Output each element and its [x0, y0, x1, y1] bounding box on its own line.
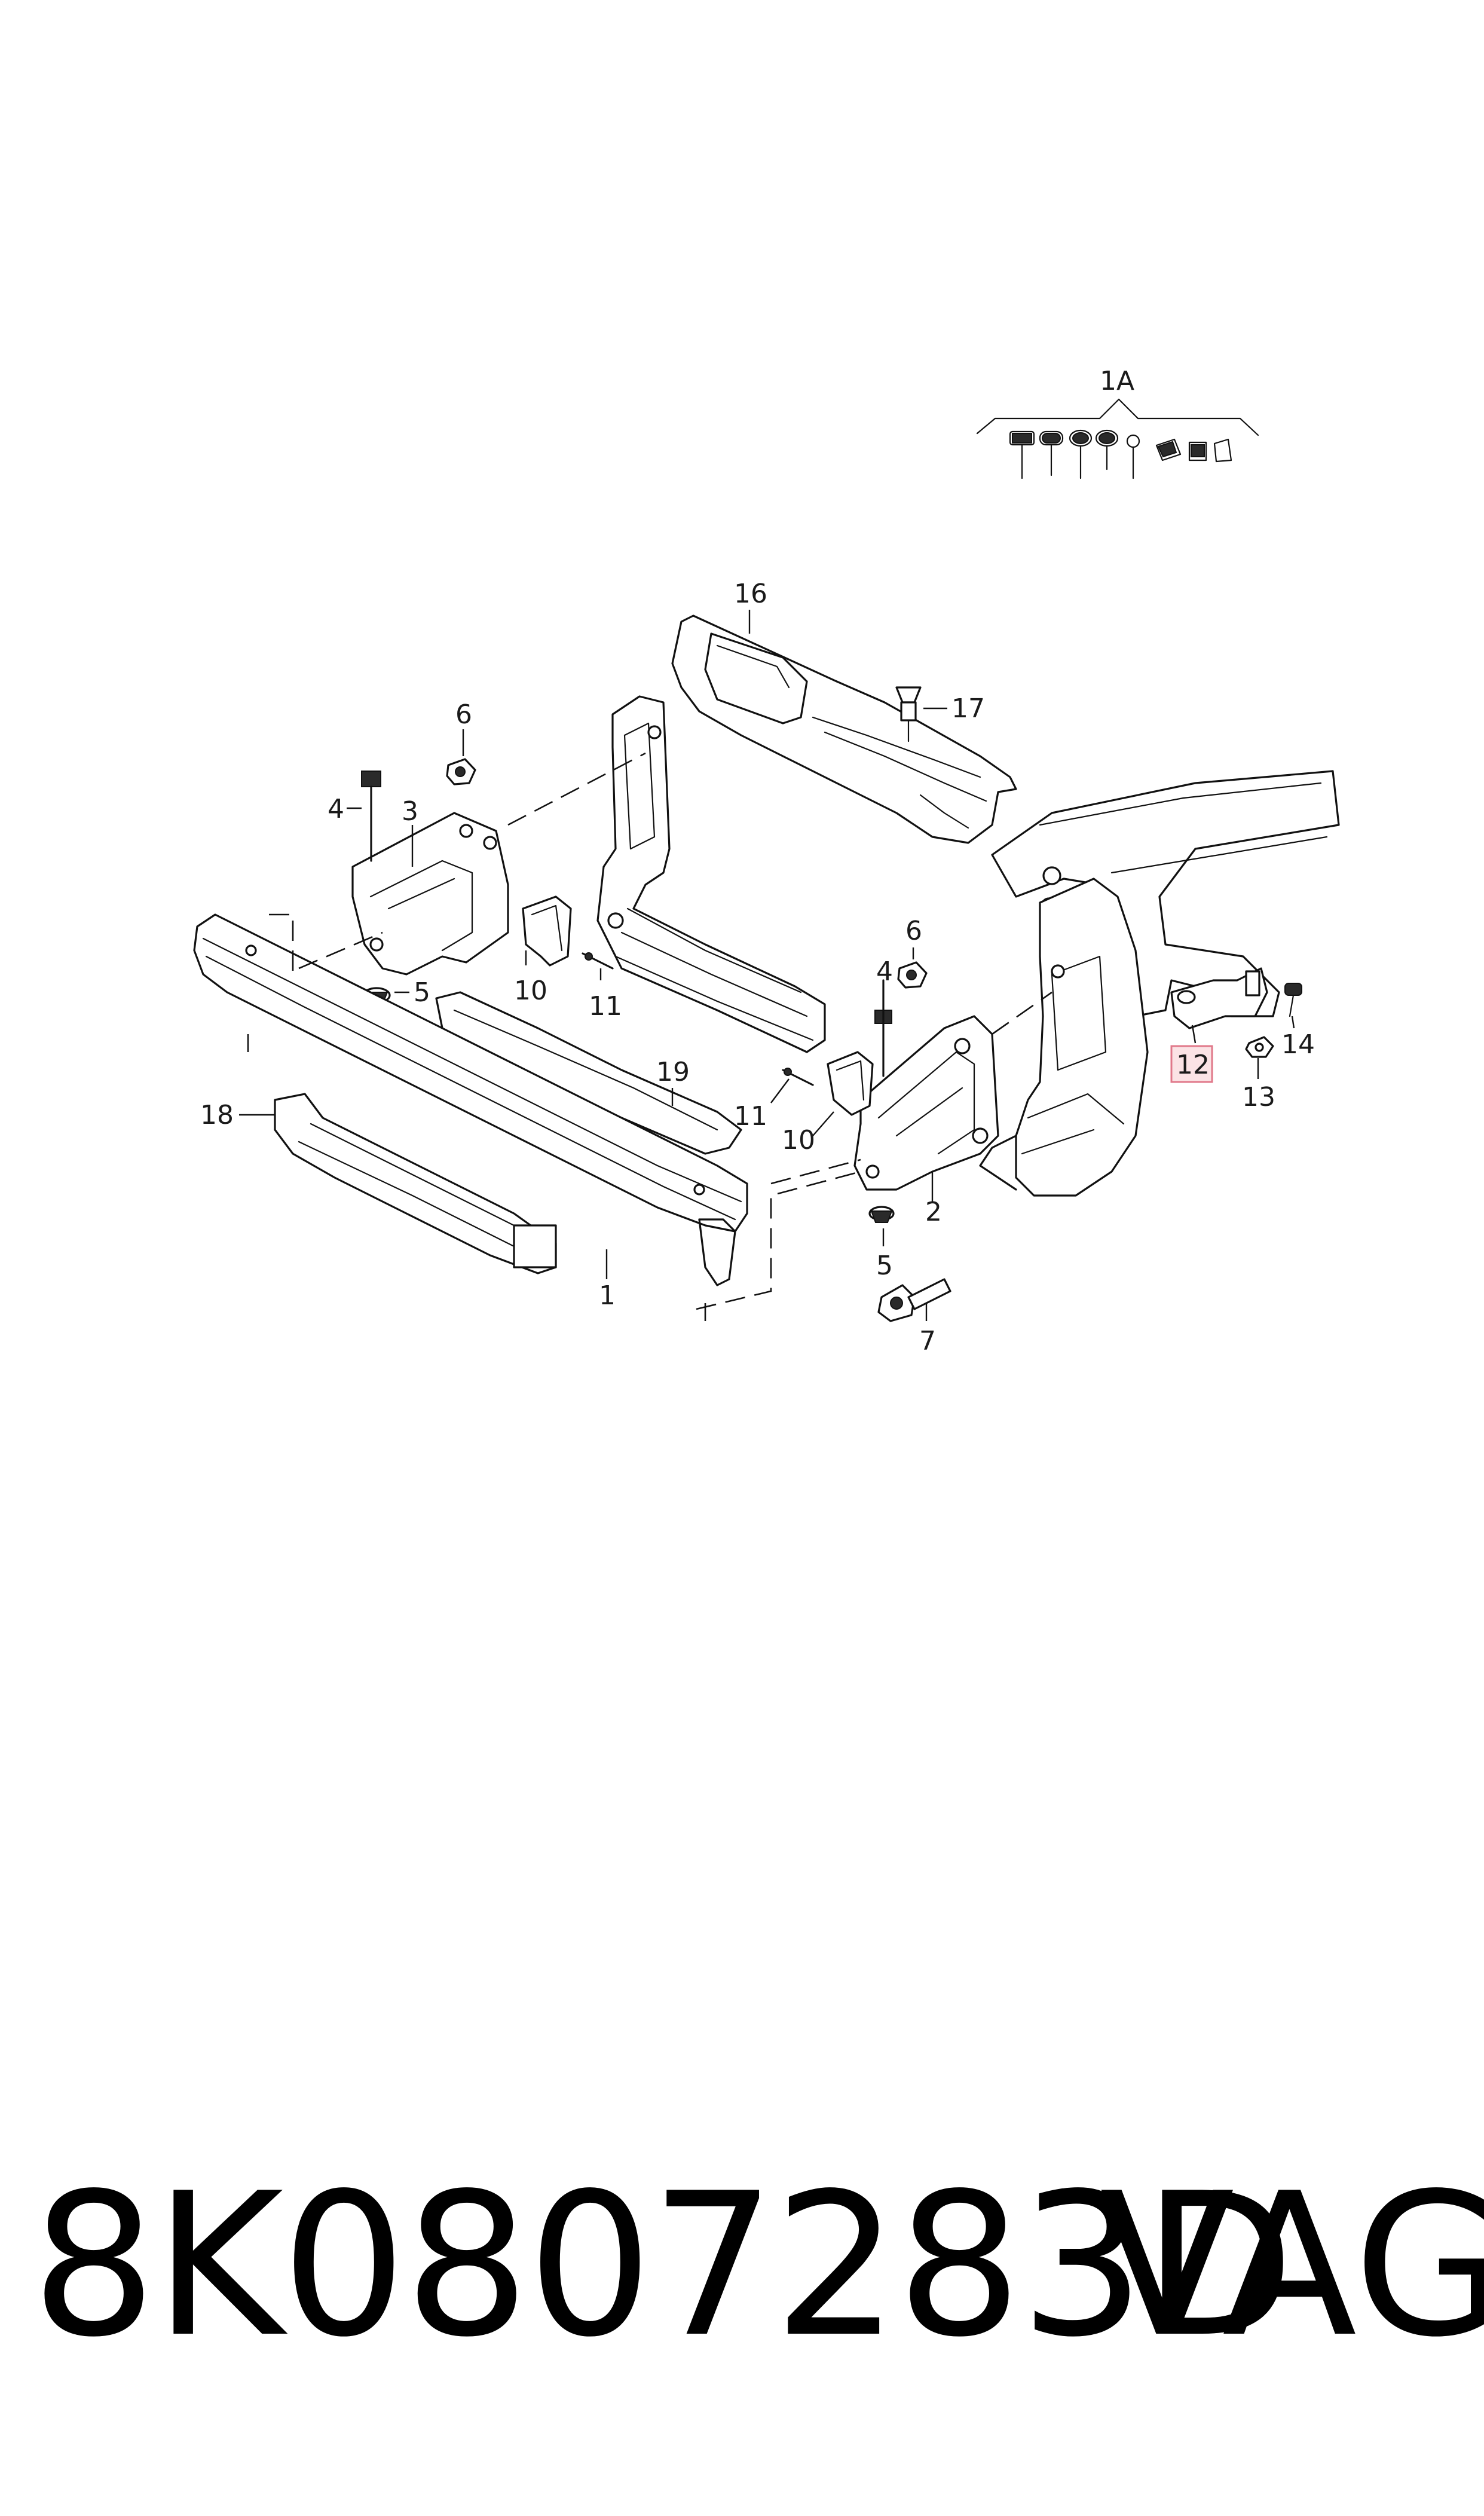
callout-4-left: 4 — [328, 794, 344, 824]
callout-17: 17 — [951, 693, 985, 724]
callout-1: 1 — [599, 1280, 616, 1311]
bolt-7 — [877, 1278, 951, 1322]
retainer-10-right — [827, 1051, 874, 1116]
assembly-lines — [247, 752, 1052, 1321]
nut-6-left — [446, 758, 476, 785]
bracket-12 — [1170, 967, 1268, 1029]
callout-5-right: 5 — [876, 1251, 893, 1281]
pin-11-right — [782, 1068, 814, 1086]
callout-labels: 1A 16 17 6 4 3 5 10 11 6 4 19 11 10 18 2… — [200, 366, 1315, 1356]
nut-5-right — [868, 1206, 895, 1223]
clip-17 — [895, 686, 922, 742]
brand-name: VAG — [1100, 2151, 1484, 2380]
air-guide-16 — [671, 615, 1017, 844]
bolt-4-left — [361, 771, 381, 862]
callout-16: 16 — [734, 579, 767, 609]
callout-6-left: 6 — [455, 699, 472, 730]
radiator-carrier — [596, 695, 826, 1053]
nut-13 — [1245, 1036, 1274, 1058]
screw-14 — [1284, 983, 1302, 1017]
callout-19: 19 — [656, 1057, 690, 1087]
pin-11-left — [582, 952, 614, 970]
callout-5-left: 5 — [414, 977, 430, 1008]
part-number: 8K0807283D — [31, 2151, 1295, 2380]
callout-11-left: 11 — [589, 991, 622, 1022]
footer: 8K0807283D VAG — [0, 2152, 1484, 2379]
callout-2: 2 — [925, 1197, 942, 1227]
leader-lines — [239, 610, 1295, 1321]
callout-14: 14 — [1281, 1029, 1315, 1060]
callout-1A: 1A — [1100, 366, 1134, 396]
nut-6-right — [897, 961, 928, 989]
callout-10-right: 10 — [782, 1125, 815, 1155]
callout-3: 3 — [402, 796, 418, 827]
callout-12: 12 — [1176, 1050, 1210, 1080]
mounting-bracket-3 — [351, 812, 509, 976]
absorber-18 — [274, 1093, 557, 1274]
callout-18: 18 — [200, 1100, 234, 1130]
callout-4-right: 4 — [876, 956, 893, 987]
bumper-bar-1 — [193, 913, 748, 1286]
callout-11-right: 11 — [734, 1101, 767, 1132]
callout-10-left: 10 — [514, 976, 547, 1006]
callout-13: 13 — [1242, 1082, 1275, 1112]
lock-carrier-side-right — [979, 878, 1149, 1197]
callout-7: 7 — [919, 1326, 936, 1356]
highlight-box-12 — [1170, 1045, 1213, 1083]
callout-6-right: 6 — [905, 916, 922, 946]
mounting-bracket-2 — [853, 1015, 999, 1191]
fastener-kit-1A — [976, 398, 1259, 479]
retainer-10-left — [522, 895, 572, 967]
